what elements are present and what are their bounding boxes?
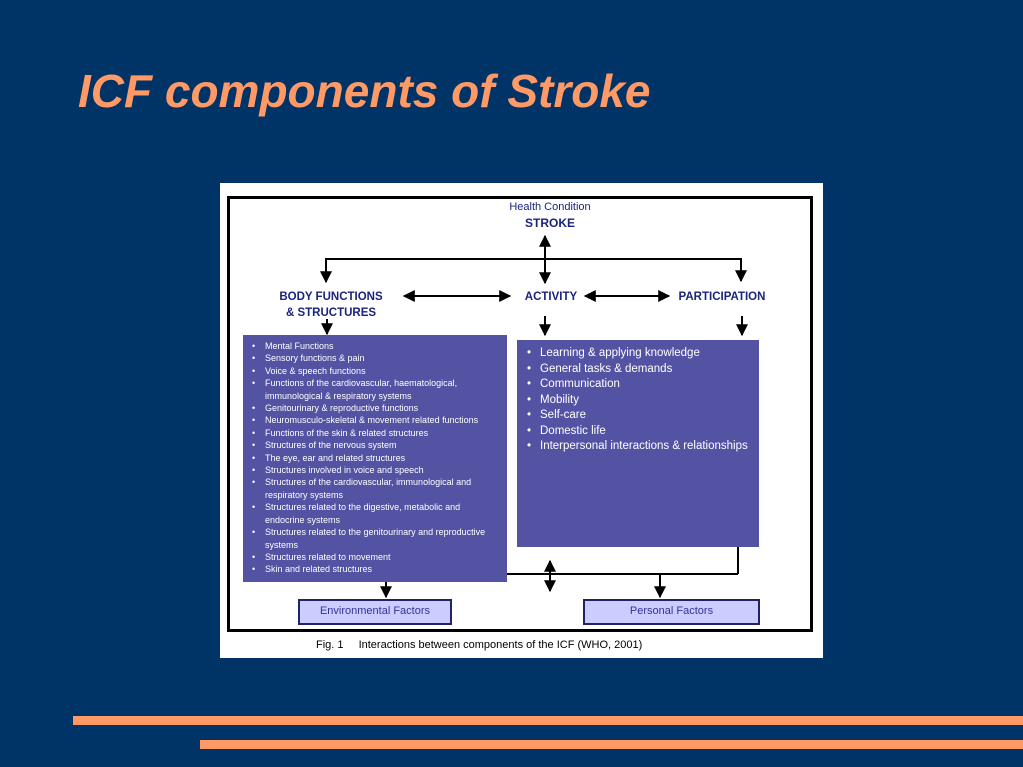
list-item: The eye, ear and related structures [249,452,501,465]
list-item: Interpersonal interactions & relationshi… [526,439,751,455]
activity-participation-box: Learning & applying knowledge General ta… [517,340,759,547]
connector-arrows [320,234,748,599]
environmental-factors-box: Environmental Factors [298,599,452,625]
body-functions-box: Mental Functions Sensory functions & pai… [243,335,507,582]
component-participation: PARTICIPATION [678,291,766,303]
list-item: Self-care [526,408,751,424]
list-item: Neuromusculo-skeletal & movement related… [249,414,501,427]
list-item: Structures of the nervous system [249,439,501,452]
list-item: Communication [526,377,751,393]
component-body-functions: BODY FUNCTIONS & STRUCTURES [272,289,390,321]
list-item: Voice & speech functions [249,365,501,378]
health-condition-label: Health Condition [509,201,591,213]
list-item: Learning & applying knowledge [526,346,751,362]
decorative-line [200,740,1023,749]
list-item: Mobility [526,393,751,409]
list-item: Skin and related structures [249,563,501,576]
decorative-line [73,716,1023,725]
list-item: Sensory functions & pain [249,352,501,365]
slide-title: ICF components of Stroke [78,65,651,117]
connector-top [325,258,747,283]
personal-factors-box: Personal Factors [583,599,760,625]
list-item: Structures involved in voice and speech [249,464,501,477]
body-structures-label: & STRUCTURES [285,307,377,319]
activity-participation-list: Learning & applying knowledge General ta… [526,346,751,455]
figure-caption: Fig. 1 Interactions between components o… [316,639,736,651]
list-item: Domestic life [526,424,751,440]
health-condition-name: STROKE [524,216,575,230]
component-activity: ACTIVITY [524,291,578,303]
list-item: Structures related to the digestive, met… [249,501,501,526]
list-item: Structures related to the genitourinary … [249,526,501,551]
list-item: General tasks & demands [526,362,751,378]
body-functions-list: Mental Functions Sensory functions & pai… [249,340,501,576]
connector-bottom [507,573,666,599]
caption-figure-number: Fig. 1 [316,639,344,651]
icf-figure: Health Condition STROKE BODY FUNCTIONS &… [220,183,823,658]
list-item: Structures of the cardiovascular, immuno… [249,476,501,501]
figure-frame [227,196,813,632]
caption-text: Interactions between components of the I… [358,639,643,651]
list-item: Genitourinary & reproductive functions [249,402,501,415]
list-item: Mental Functions [249,340,501,353]
list-item: Functions of the cardiovascular, haemato… [249,377,501,402]
list-item: Functions of the skin & related structur… [249,427,501,440]
list-item: Structures related to movement [249,551,501,564]
body-functions-label: BODY FUNCTIONS [279,291,383,303]
